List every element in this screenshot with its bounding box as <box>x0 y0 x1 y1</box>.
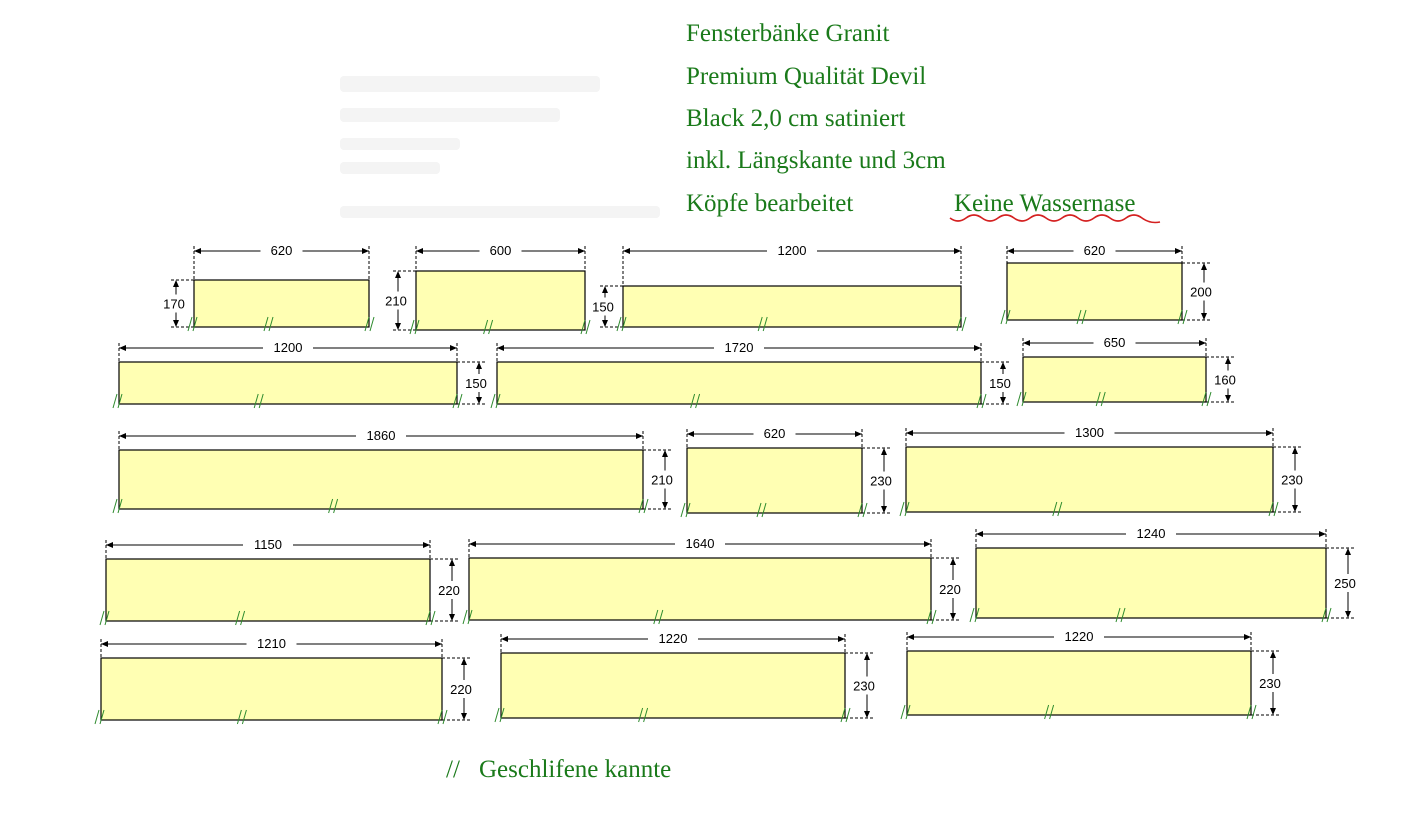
depth-label: 210 <box>651 473 673 488</box>
slabs-layer: 6201706002101200150620200120015017201506… <box>94 243 1356 725</box>
legend-text: Geschlifene kannte <box>479 756 671 783</box>
slab-11: 1150 220 <box>99 537 460 626</box>
length-label: 1200 <box>274 340 303 355</box>
length-label: 620 <box>1084 243 1106 258</box>
length-label: 1240 <box>1137 526 1166 541</box>
header-line-3: Black 2,0 cm satiniert <box>686 105 905 132</box>
depth-label: 230 <box>1281 473 1303 488</box>
slab-body <box>496 361 982 405</box>
length-label: 1210 <box>257 636 286 651</box>
slab-body <box>415 270 586 331</box>
slab-body <box>622 285 962 328</box>
slab-body <box>686 447 863 514</box>
depth-label: 220 <box>450 682 472 697</box>
slab-2: 600 210 <box>385 243 591 335</box>
length-label: 1220 <box>659 631 688 646</box>
depth-label: 230 <box>1259 676 1281 691</box>
length-label: 1220 <box>1065 629 1094 644</box>
slab-body <box>118 449 644 510</box>
slab-body <box>468 557 932 621</box>
length-label: 1150 <box>254 537 282 552</box>
slab-3: 1200 150 <box>592 243 967 332</box>
slab-12: 1640 220 <box>462 536 961 625</box>
depth-label: 160 <box>1214 373 1236 388</box>
length-label: 1300 <box>1075 425 1104 440</box>
length-label: 600 <box>490 243 512 258</box>
length-label: 1200 <box>778 243 807 258</box>
length-label: 1720 <box>725 340 754 355</box>
slab-body <box>906 650 1252 716</box>
note-underline <box>949 214 1161 224</box>
depth-label: 150 <box>465 376 487 391</box>
slab-body <box>118 361 458 405</box>
slab-4: 620 200 <box>1000 243 1212 325</box>
header-note: Keine Wassernase <box>954 190 1135 217</box>
slab-13: 1240 250 <box>969 526 1356 623</box>
slab-16: 1220 230 <box>900 629 1281 720</box>
depth-label: 210 <box>385 294 407 309</box>
slab-5: 1200 150 <box>112 340 487 409</box>
depth-label: 220 <box>939 582 961 597</box>
depth-label: 150 <box>989 376 1011 391</box>
slab-10: 1300 230 <box>899 425 1303 517</box>
depth-label: 230 <box>870 474 892 489</box>
length-label: 1640 <box>686 536 715 551</box>
slab-15: 1220 230 <box>494 631 875 723</box>
slab-body <box>193 279 370 328</box>
slab-1: 620 170 <box>163 243 375 332</box>
depth-label: 230 <box>853 679 875 694</box>
length-label: 1860 <box>367 428 396 443</box>
slab-body <box>100 657 443 721</box>
length-label: 620 <box>764 426 786 441</box>
blurred-text-area <box>340 76 660 218</box>
header-line-5: Köpfe bearbeitet <box>686 190 853 217</box>
slab-body <box>1006 262 1183 321</box>
depth-label: 220 <box>438 583 460 598</box>
depth-label: 170 <box>163 297 185 312</box>
slab-body <box>1022 356 1207 403</box>
slab-6: 1720 150 <box>490 340 1011 409</box>
header-line-4: inkl. Längskante und 3cm <box>686 147 946 174</box>
depth-label: 150 <box>592 300 614 315</box>
depth-label: 200 <box>1190 285 1212 300</box>
depth-label: 250 <box>1334 576 1356 591</box>
legend-symbol: // <box>446 756 460 783</box>
slab-7: 650 160 <box>1016 335 1236 407</box>
slab-8: 1860 210 <box>112 428 673 514</box>
slab-body <box>105 558 431 622</box>
slab-body <box>500 652 846 719</box>
slab-body <box>975 547 1327 619</box>
header-line-2: Premium Qualität Devil <box>686 63 926 90</box>
slab-14: 1210 220 <box>94 636 472 725</box>
header-line-1: Fensterbänke Granit <box>686 20 889 47</box>
length-label: 620 <box>271 243 293 258</box>
slab-body <box>905 446 1274 513</box>
length-label: 650 <box>1104 335 1126 350</box>
slab-9: 620 230 <box>680 426 892 518</box>
